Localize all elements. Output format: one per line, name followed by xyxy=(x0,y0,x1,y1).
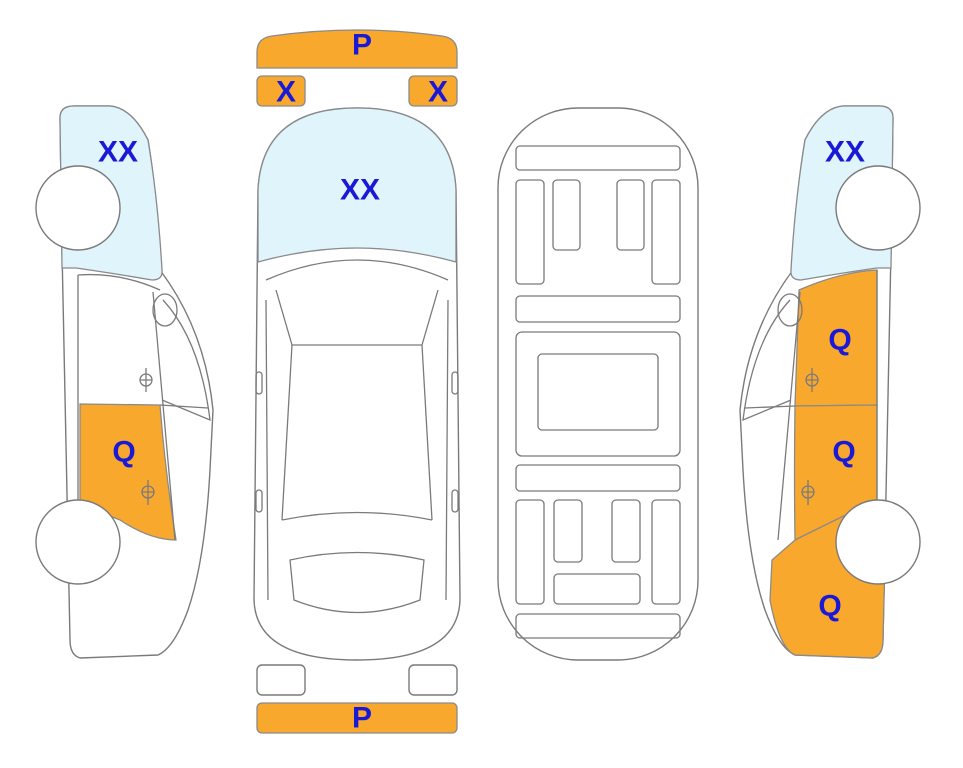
right-rear-wheel[interactable] xyxy=(835,499,921,585)
left-front-window-label: XX xyxy=(98,136,138,169)
right-rear-window-label: XX xyxy=(825,136,865,169)
front-bumper-part[interactable] xyxy=(256,29,458,69)
front-left-light-part[interactable] xyxy=(256,75,306,107)
right-front-wheel[interactable] xyxy=(835,165,921,251)
front-right-light-label: X xyxy=(428,76,448,109)
left-rear-wheel[interactable] xyxy=(35,499,121,585)
rear-bumper-label: P xyxy=(352,702,372,735)
car-top-view: P X X XX P xyxy=(253,29,461,735)
right-rear-quarter-label: Q xyxy=(818,590,841,623)
car-right-side-view: XX Q Q Q xyxy=(739,105,921,659)
left-front-wheel[interactable] xyxy=(35,165,121,251)
rear-bumper-part[interactable] xyxy=(256,702,458,734)
front-bumper-label: P xyxy=(352,29,372,62)
underside-body[interactable] xyxy=(497,107,699,661)
front-right-light-part[interactable] xyxy=(408,75,458,107)
right-front-door-label: Q xyxy=(828,324,851,357)
car-left-side-view: XX Q xyxy=(35,105,214,659)
windshield-label: XX xyxy=(340,174,380,207)
car-underside-view xyxy=(497,107,699,661)
front-left-light-label: X xyxy=(276,76,296,109)
left-rear-door-label: Q xyxy=(112,436,135,469)
rear-right-light-part[interactable] xyxy=(408,664,458,696)
right-rear-door-label: Q xyxy=(832,436,855,469)
right-front-door-part[interactable] xyxy=(794,269,878,407)
rear-left-light-part[interactable] xyxy=(256,664,306,696)
windshield-part[interactable] xyxy=(257,107,457,263)
